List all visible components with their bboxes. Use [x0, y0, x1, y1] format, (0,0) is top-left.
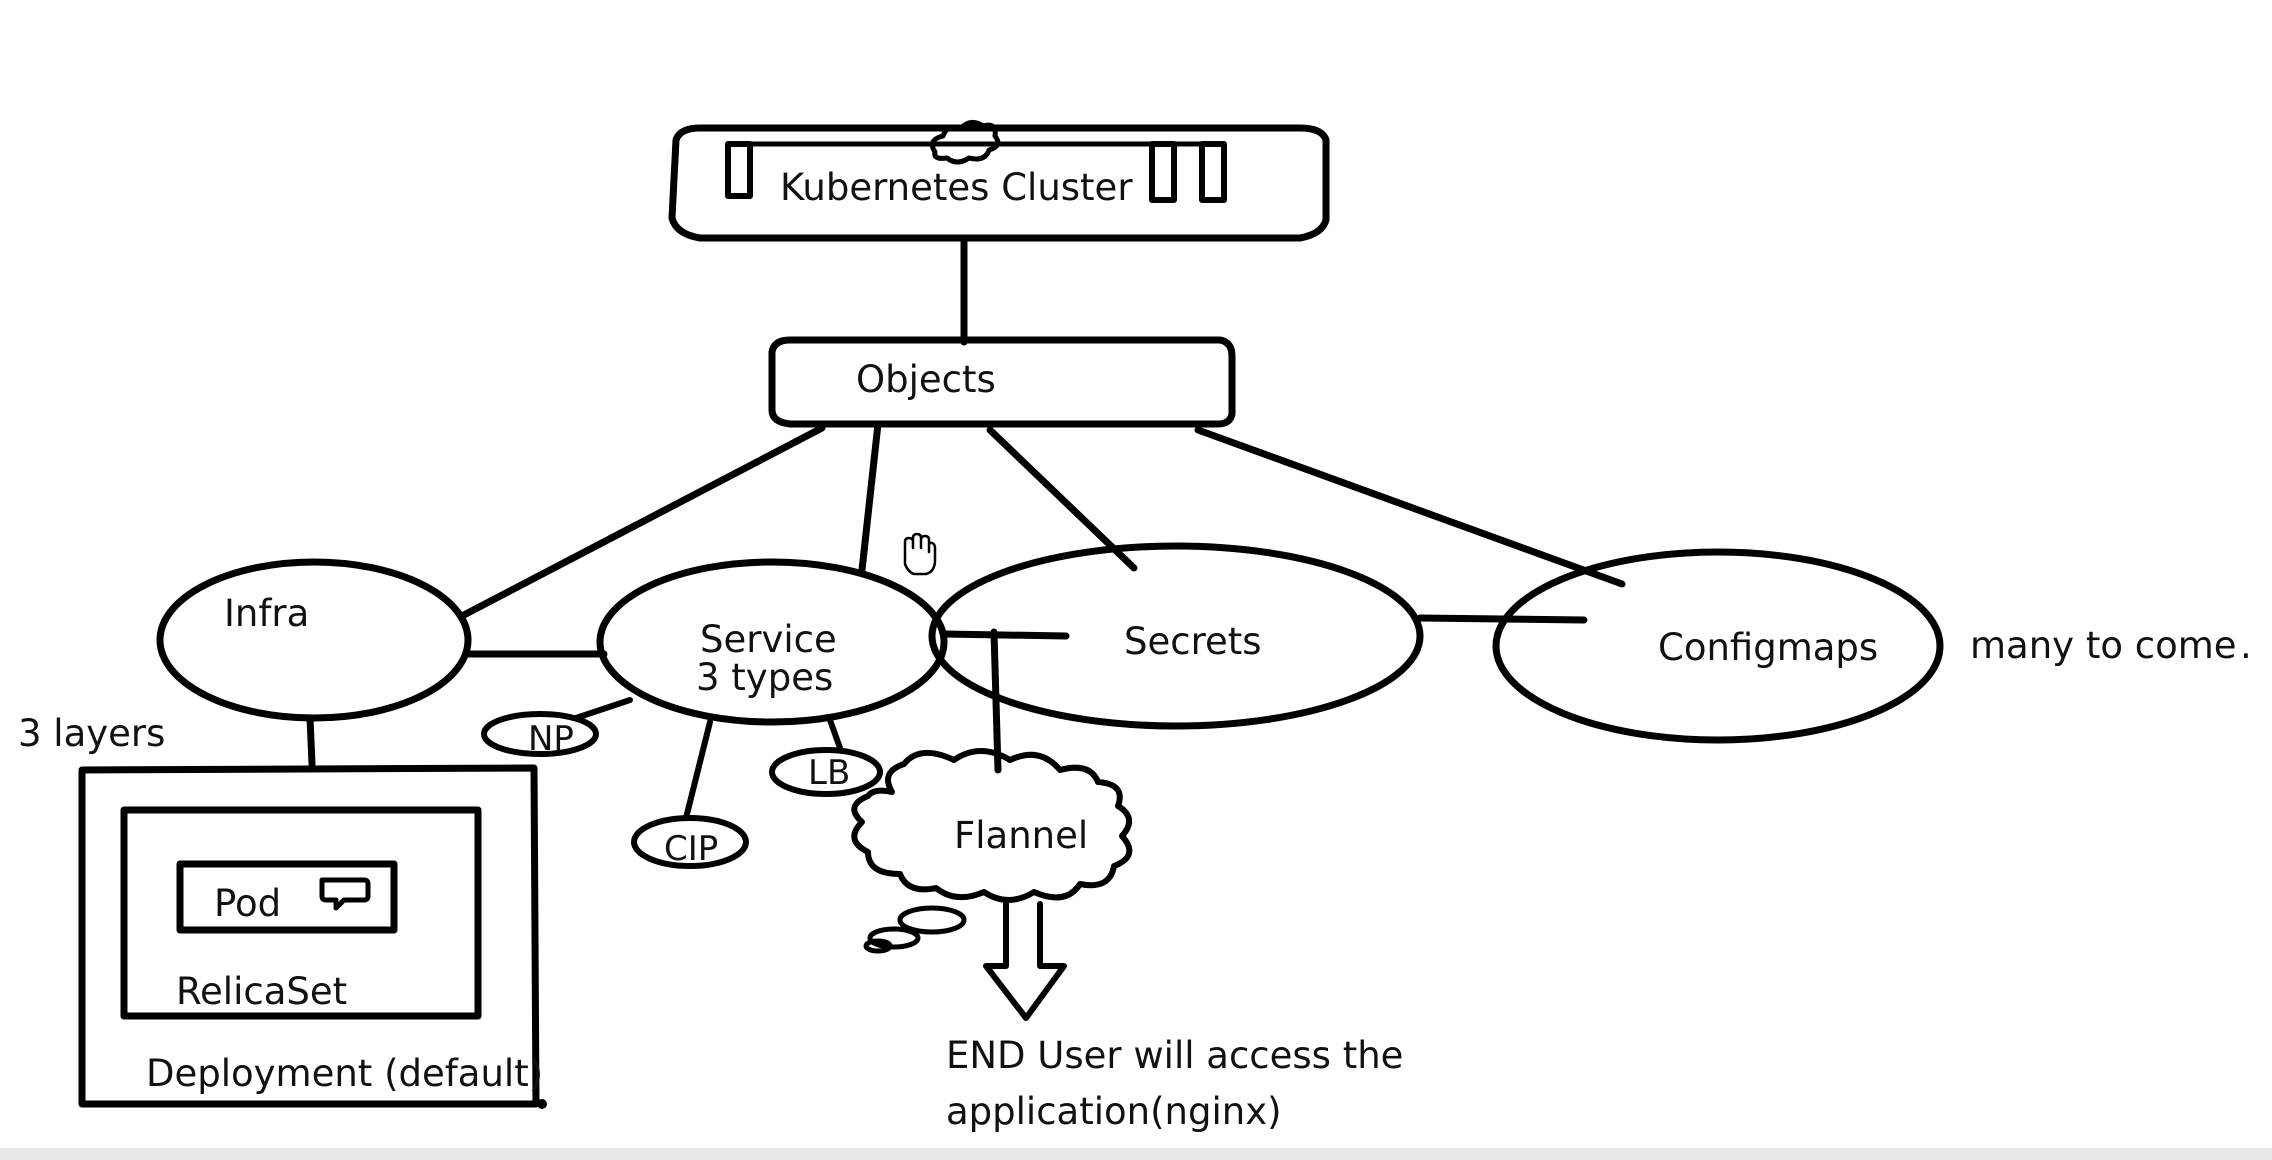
node-rect-icon	[1149, 141, 1177, 203]
service-label: Service	[700, 618, 837, 661]
cluster-box: Kubernetes Cluster	[668, 120, 1330, 242]
trailing-dot: .	[2240, 624, 2252, 667]
configmaps-node: Configmaps	[1492, 548, 1944, 744]
replicaset-box	[120, 806, 482, 1020]
flannel-label: Flannel	[954, 814, 1088, 857]
secrets-label: Secrets	[1124, 620, 1262, 663]
object-connectors	[306, 420, 1626, 768]
deployment-label: Deployment (default)	[146, 1052, 543, 1095]
pen-mark	[537, 1099, 547, 1109]
objects-box: Objects	[768, 336, 1236, 428]
objects-label: Objects	[856, 358, 996, 401]
configmaps-label: Configmaps	[1658, 626, 1878, 669]
connector-line	[990, 628, 1002, 774]
end-user-line1: END User will access the	[946, 1034, 1403, 1077]
infra-node: Infra	[156, 558, 472, 722]
layers-caption: 3 layers	[18, 712, 165, 755]
replicaset-label: RelicaSet	[176, 970, 347, 1013]
end-user-line2: application(nginx)	[946, 1090, 1282, 1133]
infra-label: Infra	[224, 592, 309, 635]
service-type-np: NP	[481, 697, 633, 759]
thought-bubble-icon	[897, 905, 967, 935]
cip-label: CIP	[664, 829, 718, 869]
secrets-node: Secrets	[928, 542, 1424, 730]
flannel-cloud: Flannel	[851, 748, 1133, 954]
lb-label: LB	[808, 753, 850, 793]
np-label: NP	[528, 719, 574, 759]
chat-bubble-icon	[319, 877, 371, 911]
pod-label: Pod	[214, 882, 281, 925]
bottom-edge-bar	[0, 1148, 2272, 1160]
node-rect-icon	[1199, 141, 1227, 203]
hand-cursor-icon	[903, 532, 937, 576]
service-type-cip: CIP	[631, 719, 749, 869]
service-types-label: 3 types	[696, 656, 833, 699]
deployment-box: Pod RelicaSet Deployment (default)	[78, 764, 547, 1109]
service-node: Service 3 types	[596, 558, 948, 726]
pod-box	[176, 860, 398, 934]
many-to-come-label: many to come	[1970, 624, 2237, 667]
node-rect-icon	[725, 141, 753, 199]
cloud-scribble-icon	[929, 120, 1001, 165]
cluster-label: Kubernetes Cluster	[780, 166, 1133, 209]
thought-bubble-icon	[863, 938, 893, 954]
down-arrow-icon	[983, 901, 1067, 1021]
service-type-lb: LB	[769, 717, 883, 797]
thought-bubble-icon	[867, 926, 921, 950]
